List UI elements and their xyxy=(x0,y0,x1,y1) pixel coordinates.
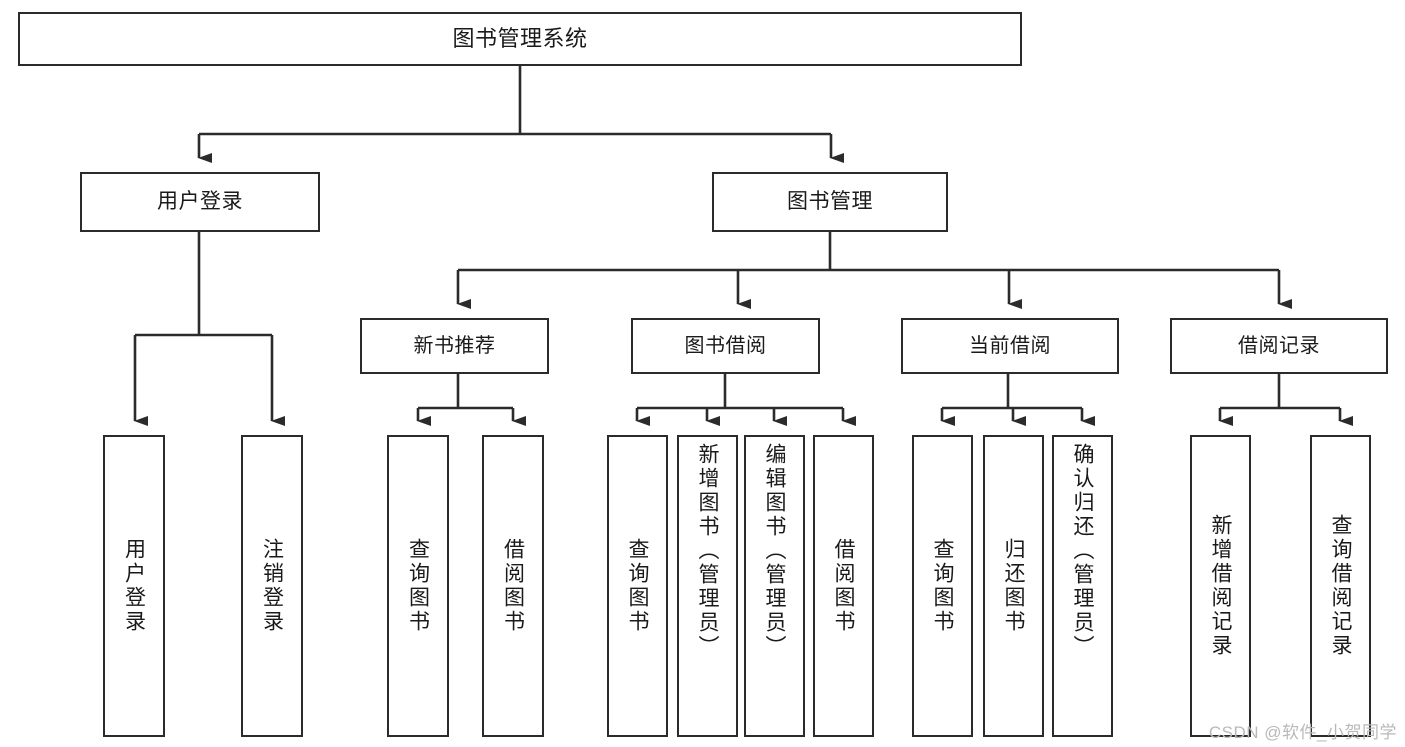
leaf-return-book-label: 归还图书 xyxy=(1002,538,1025,634)
node-new-book-recommend-label: 新书推荐 xyxy=(413,334,496,357)
leaf-add-book-admin[interactable]: 新增图书（管理员） xyxy=(677,435,738,737)
node-user-login[interactable]: 用户登录 xyxy=(80,172,320,232)
node-user-login-label: 用户登录 xyxy=(157,189,243,213)
node-borrow-record[interactable]: 借阅记录 xyxy=(1170,318,1388,374)
leaf-edit-book-admin[interactable]: 编辑图书（管理员） xyxy=(744,435,805,737)
leaf-borrow-book-new-label: 借阅图书 xyxy=(501,538,525,634)
node-root-label: 图书管理系统 xyxy=(452,26,588,52)
node-current-borrow[interactable]: 当前借阅 xyxy=(901,318,1119,374)
leaf-edit-book-admin-label: 编辑图书（管理员） xyxy=(763,443,786,659)
leaf-confirm-return-admin[interactable]: 确认归还（管理员） xyxy=(1052,435,1113,737)
node-root[interactable]: 图书管理系统 xyxy=(18,12,1022,66)
node-borrow-record-label: 借阅记录 xyxy=(1238,334,1320,357)
node-book-borrow-label: 图书借阅 xyxy=(684,334,767,357)
leaf-user-login[interactable]: 用户登录 xyxy=(103,435,165,737)
leaf-query-borrow-record-label: 查询借阅记录 xyxy=(1329,514,1352,658)
leaf-query-book-new[interactable]: 查询图书 xyxy=(387,435,449,737)
node-new-book-recommend[interactable]: 新书推荐 xyxy=(360,318,549,374)
leaf-return-book[interactable]: 归还图书 xyxy=(983,435,1044,737)
leaf-query-book-new-label: 查询图书 xyxy=(406,538,430,634)
leaf-add-borrow-record[interactable]: 新增借阅记录 xyxy=(1190,435,1251,737)
leaf-query-book-borrow-label: 查询图书 xyxy=(626,538,649,634)
leaf-user-logout[interactable]: 注销登录 xyxy=(241,435,303,737)
node-current-borrow-label: 当前借阅 xyxy=(969,334,1051,357)
leaf-query-book-current-label: 查询图书 xyxy=(931,538,954,634)
leaf-add-book-admin-label: 新增图书（管理员） xyxy=(696,443,719,659)
leaf-add-borrow-record-label: 新增借阅记录 xyxy=(1209,514,1232,658)
node-book-management[interactable]: 图书管理 xyxy=(712,172,948,232)
leaf-confirm-return-admin-label: 确认归还（管理员） xyxy=(1071,443,1094,659)
leaf-query-borrow-record[interactable]: 查询借阅记录 xyxy=(1310,435,1371,737)
node-book-borrow[interactable]: 图书借阅 xyxy=(631,318,820,374)
leaf-user-login-label: 用户登录 xyxy=(122,538,146,634)
leaf-borrow-book-label: 借阅图书 xyxy=(832,538,855,634)
leaf-borrow-book[interactable]: 借阅图书 xyxy=(813,435,874,737)
leaf-query-book-current[interactable]: 查询图书 xyxy=(912,435,973,737)
leaf-query-book-borrow[interactable]: 查询图书 xyxy=(607,435,668,737)
leaf-borrow-book-new[interactable]: 借阅图书 xyxy=(482,435,544,737)
node-book-management-label: 图书管理 xyxy=(787,189,873,213)
leaf-user-logout-label: 注销登录 xyxy=(260,538,284,634)
